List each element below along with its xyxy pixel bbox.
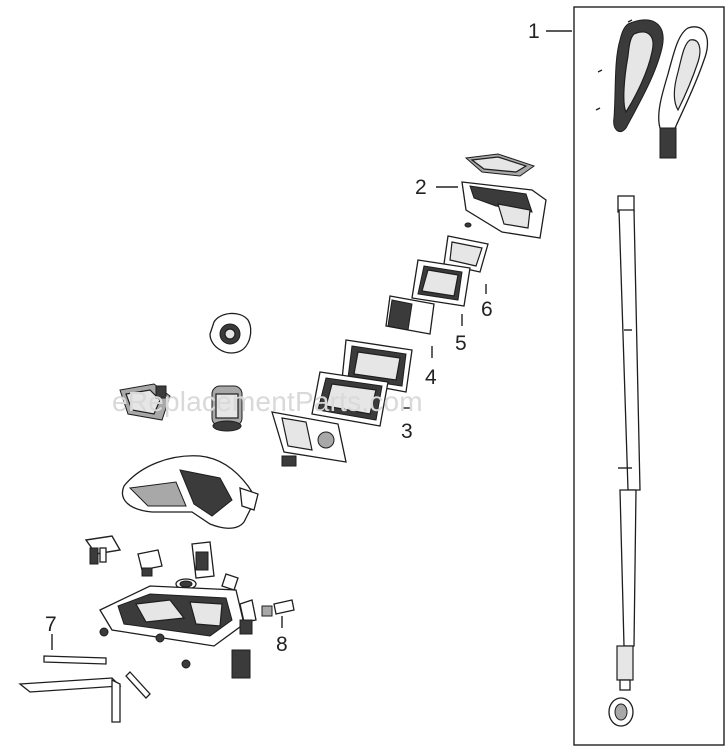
handle-wand-assembly [546,6,725,746]
nozzle-piece [119,383,171,421]
outer-frame [311,371,412,427]
callout-3: 3 [401,420,413,443]
filter-frame [411,259,471,326]
callout-6: 6 [481,298,493,321]
callout-7: 7 [45,613,57,636]
base-chassis [99,573,245,669]
callout-4: 4 [425,366,437,389]
small-parts-left [84,535,122,565]
filter-media [385,295,435,358]
callout-2: 2 [415,176,427,199]
motor-housing [209,312,252,354]
callout-5: 5 [455,332,467,355]
tank-lid [464,153,536,177]
callout-8: 8 [276,633,288,656]
tank [436,181,547,239]
front-panel [271,411,347,467]
pump [191,541,215,579]
switch [137,549,163,577]
ring-seal [175,578,197,590]
hose [18,634,151,723]
callout-1: 1 [528,20,540,43]
small-parts-right [231,599,295,679]
body-shell [121,455,259,529]
filter-screen [443,235,489,294]
motor [211,385,243,432]
watermark: eReplacementParts.com [112,386,423,417]
